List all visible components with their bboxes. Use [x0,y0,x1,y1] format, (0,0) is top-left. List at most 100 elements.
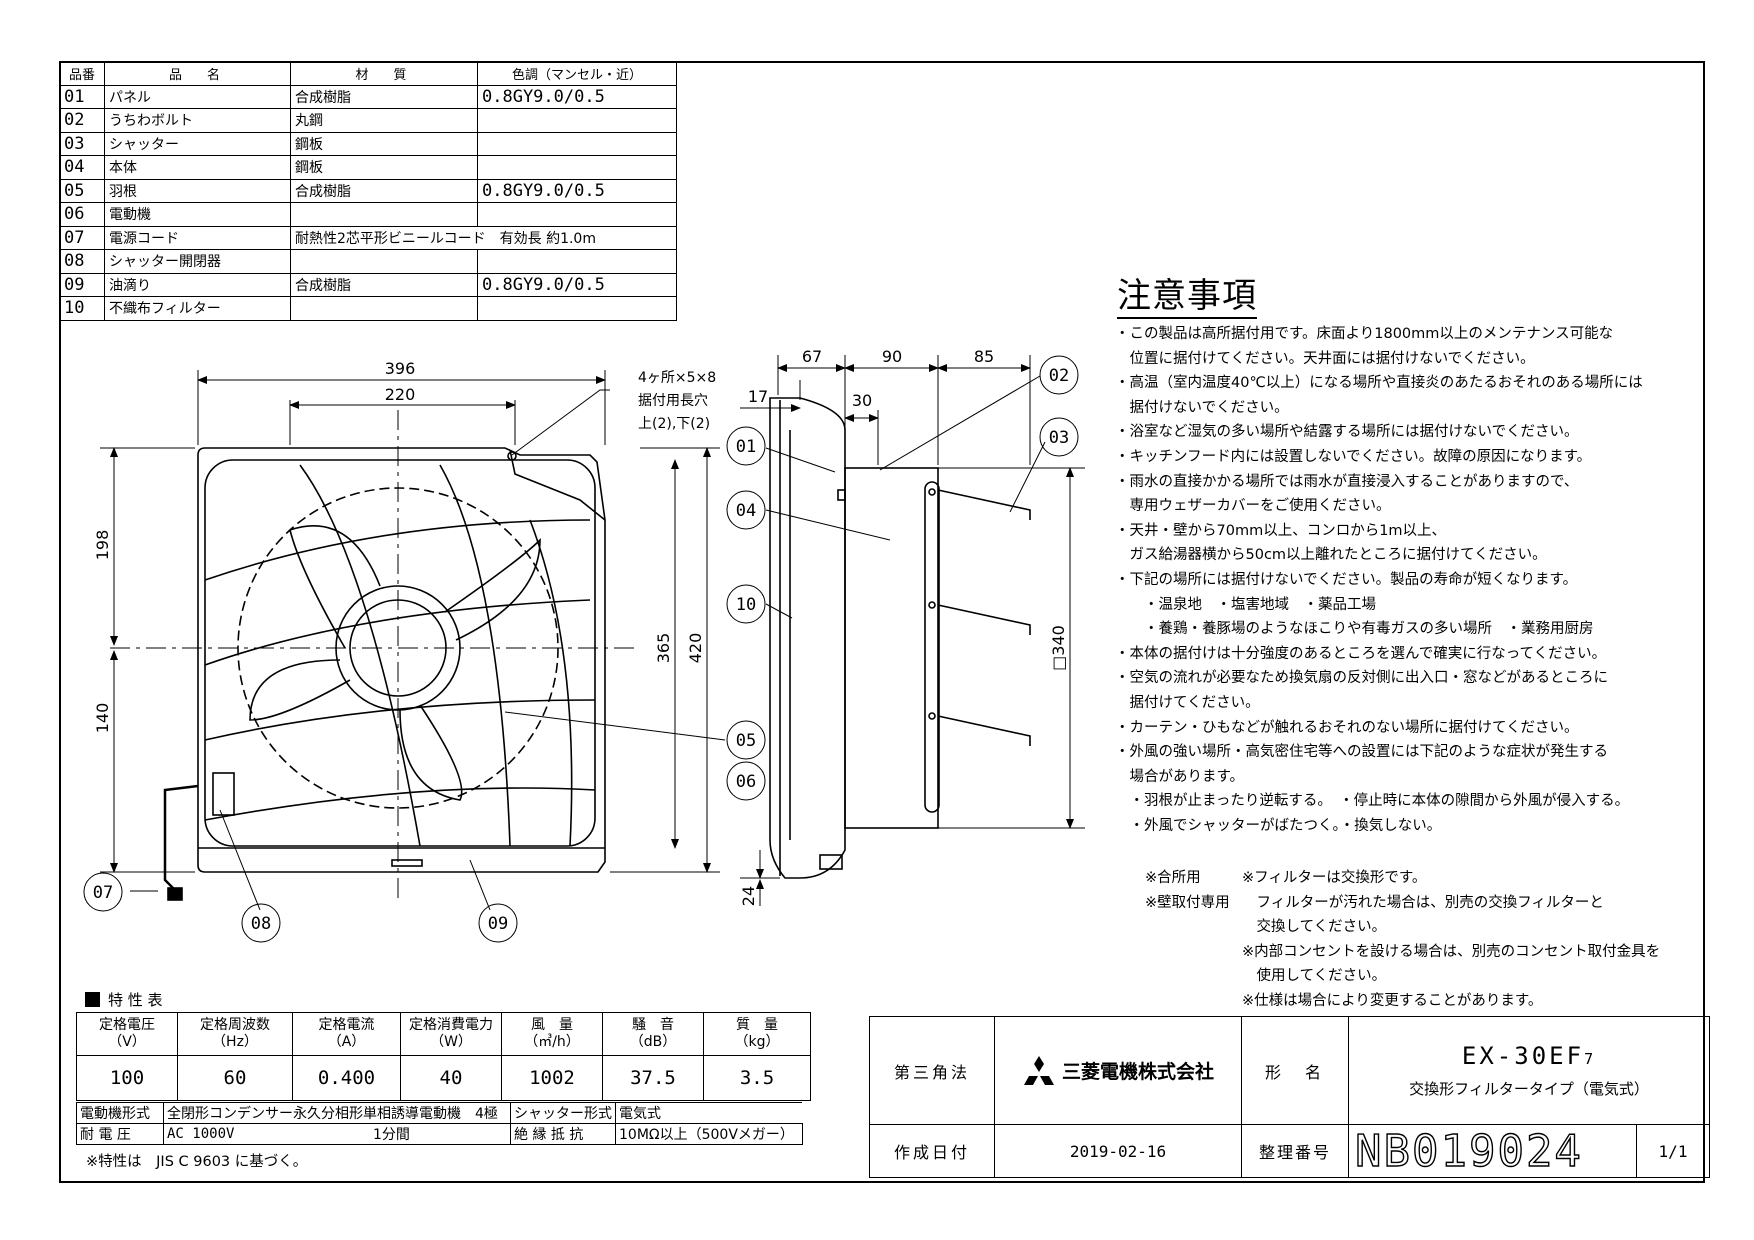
sheet-number: 1/1 [1636,1124,1710,1178]
spec-value: 100 [76,1055,178,1101]
insulation-value: 10MΩ以上（500Vメガー） [615,1123,803,1145]
dim-198: 198 [93,530,112,561]
spec-note: ※特性は JIS C 9603 に基づく。 [86,1154,308,1170]
parts-name: 電源コード [104,225,291,250]
spec-header-line: 定格電圧 [99,1017,155,1033]
note-line: ・外風でシャッターがばたつく。・換気しない。 [1115,817,1442,834]
note-line: 据付けてください。 [1115,694,1260,711]
shutter-label: シャッター形式 [510,1102,616,1124]
remark-row: ※壁取付専用 フィルターが汚れた場合は、別売の交換フィルターと [1145,891,1660,916]
front-dimensions: 396 220 198 140 365 420 4ヶ所×5×8 据付用長穴 上(… [93,359,716,733]
spec-header-line: （V） [108,1034,146,1050]
note-line: ・雨水の直接かかる場所では雨水が直接浸入することがありますので、 [1115,473,1579,490]
spec-header: 質 量（kg） [703,1012,811,1056]
remark-row: ※内部コンセントを設ける場合は、別売のコンセント取付金具を [1145,940,1660,965]
remark-row: ※仕様は場合により変更することがあります。 [1145,989,1660,1014]
side-dimensions: 67 90 85 17 30 24 □340 [739,347,1068,906]
parts-no: 09 [59,272,105,297]
parts-name: 不織布フィルター [104,296,291,321]
note-line: ・この製品は高所据付用です。床面より1800mm以上のメンテナンス可能な [1115,326,1614,342]
spec-table-lower: 電動機形式 全閉形コンデンサー永久分相形単相誘導電動機 4極 シャッター形式 電… [76,1102,803,1145]
spec-header-line: 定格電流 [318,1017,375,1033]
spec-header-line: 風 量 [531,1017,573,1033]
spec-header-line: 定格消費電力 [409,1017,493,1033]
spec-header-line: （kg） [734,1034,780,1050]
note-line: ・養鶏・養豚場のようなほこりや有毒ガスの多い場所 ・業務用厨房 [1115,621,1594,638]
note-line: ・空気の流れが必要なため換気扇の反対側に出入口・窓などがあるところに [1115,670,1608,687]
callout-09: 09 [488,914,508,934]
dim-340: □340 [1049,625,1068,671]
model-suffix: 7 [1584,1050,1597,1068]
side-view [740,355,1085,906]
note-line: 据付けないでください。 [1115,399,1289,416]
mount-hole-note-2: 据付用長穴 [638,393,708,409]
note-line: ガス給湯器横から50cm以上離れたところに据付けてください。 [1115,547,1547,564]
callout-03: 03 [1049,428,1069,448]
voltage-label: 耐 電 圧 [76,1123,164,1145]
parts-color [477,155,677,180]
note-line: ・下記の場所には据付けないでください。製品の寿命が短くなります。 [1115,571,1578,588]
doc-number-outline: NB019024 [1354,1125,1583,1177]
dim-90: 90 [882,347,902,366]
doc-number-text: NB019024 [1355,1126,1583,1172]
front-callouts: 07 08 09 [83,872,518,943]
spec-header-line: 騒 音 [632,1017,674,1033]
remark-text: 使用してください。 [1242,968,1387,985]
spec-value: 60 [177,1055,293,1101]
remark-text: 交換してください。 [1242,919,1387,936]
note-line: ・天井・壁から70mm以上、コンロから1m以上、 [1115,522,1447,539]
spec-header: 定格電流（A） [292,1012,401,1056]
spec-table: 定格電圧（V）定格周波数（Hz）定格電流（A）定格消費電力（W）風 量（㎥/h）… [76,1012,811,1101]
parts-header-name: 品 名 [104,61,291,86]
dim-420: 420 [686,633,705,664]
callout-04: 04 [736,501,756,521]
note-line: 位置に据付けてください。天井面には据付けないでください。 [1115,350,1535,367]
spec-value: 1002 [501,1055,603,1101]
shutter-value: 電気式 [615,1102,802,1124]
callout-05: 05 [736,731,756,751]
title-block: 第三角法 三菱電機株式会社 形 名 EX-30EF7 交換形フィルタータイプ（電… [869,1016,1710,1178]
callout-08: 08 [251,914,271,934]
spec-title: 特 性 表 [85,989,163,1010]
dim-220: 220 [385,385,416,404]
mitsubishi-logo-icon [1023,1055,1054,1085]
notes-title: 注意事項 [1117,268,1257,319]
remark-key [1145,915,1242,940]
remark-key [1145,940,1242,965]
parts-material: 耐熱性2芯平形ビニールコード 有効長 約1.0m [290,225,677,250]
remark-text: ※フィルターは交換形です。 [1242,870,1427,886]
motor-value: 全閉形コンデンサー永久分相形単相誘導電動機 4極 [163,1102,511,1124]
dim-85: 85 [974,347,994,366]
spec-value: 37.5 [602,1055,704,1101]
note-line: ・浴室など湿気の多い場所や結露する場所には据付けないでください。 [1115,424,1579,441]
note-line: ・温泉地 ・塩害地域 ・薬品工場 [1115,596,1376,613]
parts-no: 08 [59,249,105,274]
parts-color: 0.8GY9.0/0.5 [477,272,677,297]
remark-key [1145,989,1242,1014]
dim-17: 17 [748,387,768,406]
dim-30: 30 [852,391,872,410]
parts-name: パネル [104,84,291,109]
spec-header-line: （A） [327,1034,366,1050]
parts-color [477,249,677,274]
parts-no: 01 [59,84,105,109]
date-value: 2019-02-16 [994,1124,1242,1178]
drawing-frame [59,61,1705,1183]
model-name: EX-30EF [1461,1042,1585,1070]
callout-06: 06 [736,772,756,792]
model-label: 形 名 [1241,1016,1349,1125]
spec-title-marker [85,992,100,1007]
parts-no: 02 [59,108,105,133]
spec-header-line: （㎥/h） [524,1034,580,1050]
parts-material: 合成樹脂 [290,272,478,297]
callout-02: 02 [1049,366,1069,386]
front-view [100,370,726,911]
parts-header-color: 色調（マンセル・近） [477,61,677,86]
spec-value: 3.5 [703,1055,811,1101]
